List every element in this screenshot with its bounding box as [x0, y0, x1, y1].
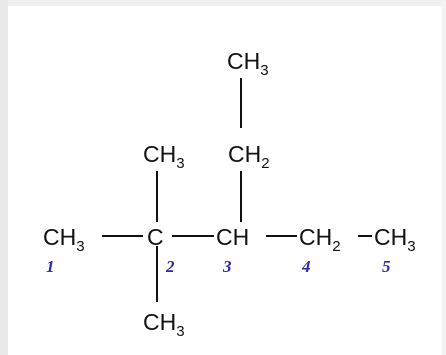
- group-upper-ch2: CH2: [228, 141, 270, 172]
- frame-left-border: [0, 0, 8, 355]
- group-upper-ch3: CH3: [143, 141, 185, 172]
- group-top-ch3: CH3: [227, 48, 269, 79]
- chain-atom-1: CH3: [43, 224, 85, 255]
- carbon-number-3: 3: [222, 257, 232, 276]
- chain-atom-4: CH2: [299, 224, 341, 255]
- group-bottom-ch3: CH3: [143, 309, 185, 340]
- frame-right-border: [442, 0, 446, 355]
- carbon-number-1: 1: [46, 257, 55, 276]
- carbon-number-4: 4: [301, 257, 311, 276]
- frame-top-border: [0, 0, 446, 6]
- chain-atom-5: CH3: [374, 224, 416, 255]
- chain-atom-2: C: [147, 224, 164, 250]
- carbon-number-2: 2: [165, 257, 175, 276]
- carbon-number-5: 5: [382, 257, 391, 276]
- chain-atom-3: CH: [216, 224, 249, 250]
